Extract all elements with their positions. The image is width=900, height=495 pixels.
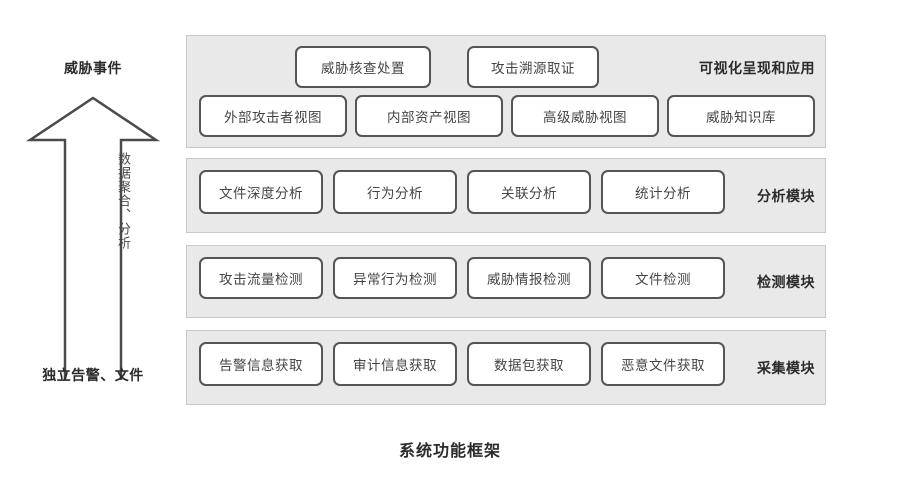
figure-caption: 系统功能框架: [398, 443, 501, 460]
node-threat-verification[interactable]: 威胁核查处置: [295, 46, 431, 88]
band-collection: 告警信息获取 审计信息获取 数据包获取 恶意文件获取 采集模块: [186, 330, 826, 405]
arrow-flow-text: 数据聚合、分析: [116, 152, 131, 250]
node-internal-asset-view[interactable]: 内部资产视图: [355, 95, 503, 137]
band-detection: 攻击流量检测 异常行为检测 威胁情报检测 文件检测 检测模块: [186, 245, 826, 318]
node-threat-intel-detection[interactable]: 威胁情报检测: [467, 257, 591, 299]
node-audit-info-collection[interactable]: 审计信息获取: [333, 342, 457, 386]
node-attack-traffic-detection[interactable]: 攻击流量检测: [199, 257, 323, 299]
band-label-detection: 检测模块: [757, 273, 815, 290]
up-arrow-icon: [25, 96, 161, 380]
node-packet-collection[interactable]: 数据包获取: [467, 342, 591, 386]
band-label-collection: 采集模块: [757, 359, 815, 376]
node-external-attacker-view[interactable]: 外部攻击者视图: [199, 95, 347, 137]
band-analysis: 文件深度分析 行为分析 关联分析 统计分析 分析模块: [186, 158, 826, 233]
band-visualization: 威胁核查处置 攻击溯源取证 外部攻击者视图 内部资产视图 高级威胁视图 威胁知识…: [186, 35, 826, 148]
standalone-alert-label: 独立告警、文件: [42, 367, 144, 383]
node-behavior-analysis[interactable]: 行为分析: [333, 170, 457, 214]
flow-column: 威胁事件 数据聚合、分析 独立告警、文件: [0, 0, 186, 420]
node-anomaly-behavior-detection[interactable]: 异常行为检测: [333, 257, 457, 299]
node-file-detection[interactable]: 文件检测: [601, 257, 725, 299]
node-malicious-file-collection[interactable]: 恶意文件获取: [601, 342, 725, 386]
node-advanced-threat-view[interactable]: 高级威胁视图: [511, 95, 659, 137]
band-label-visualization: 可视化呈现和应用: [699, 60, 815, 76]
node-attack-tracing[interactable]: 攻击溯源取证: [467, 46, 599, 88]
node-file-deep-analysis[interactable]: 文件深度分析: [199, 170, 323, 214]
node-statistical-analysis[interactable]: 统计分析: [601, 170, 725, 214]
threat-event-label: 威胁事件: [64, 60, 122, 76]
node-correlation-analysis[interactable]: 关联分析: [467, 170, 591, 214]
node-alert-info-collection[interactable]: 告警信息获取: [199, 342, 323, 386]
band-label-analysis: 分析模块: [757, 187, 815, 204]
node-threat-knowledge-base[interactable]: 威胁知识库: [667, 95, 815, 137]
